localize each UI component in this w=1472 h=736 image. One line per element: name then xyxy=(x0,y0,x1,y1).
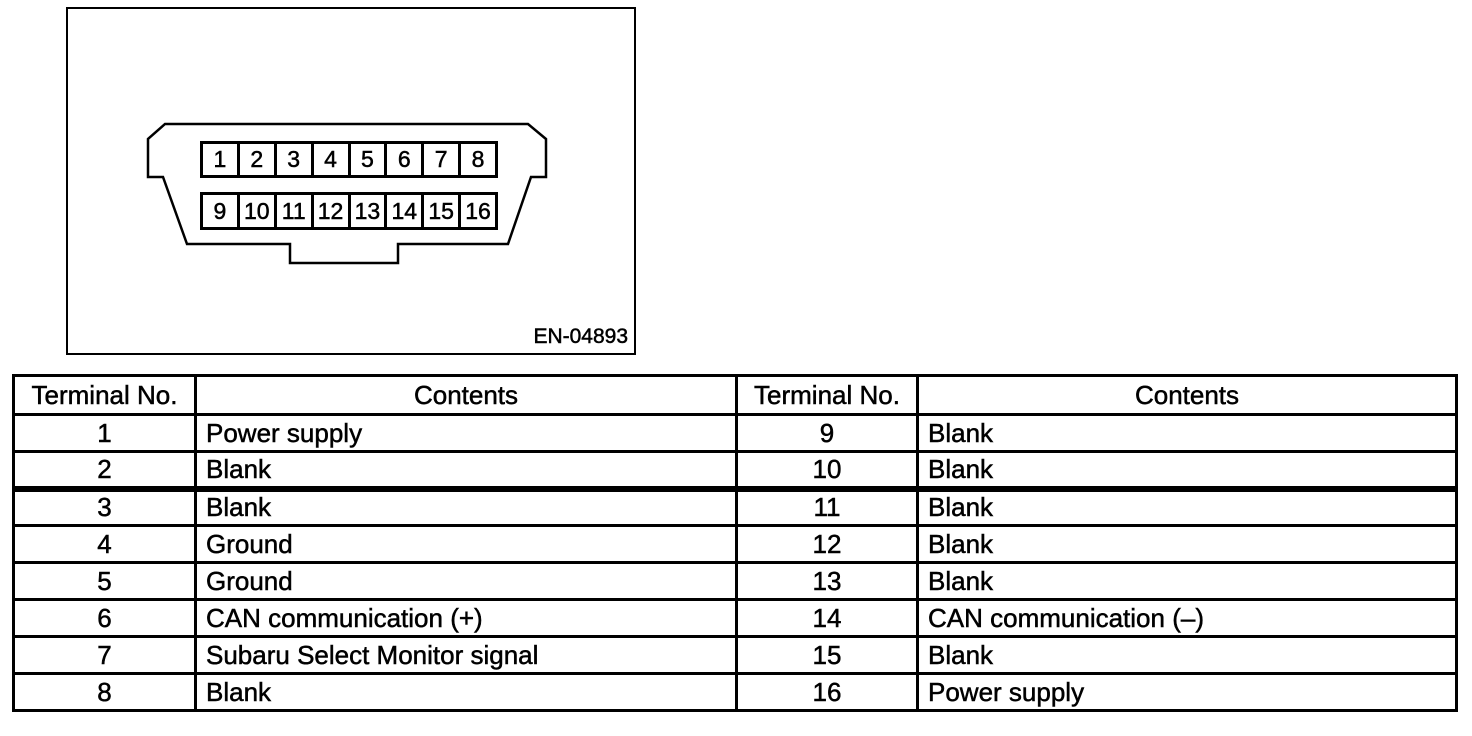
contents-cell: CAN communication (–) xyxy=(916,598,1458,638)
contents-cell: Blank xyxy=(916,524,1458,564)
terminal-no-cell: 1 xyxy=(12,413,197,453)
contents-cell: Blank xyxy=(916,413,1458,453)
terminal-no-cell: 9 xyxy=(735,413,919,453)
terminal-no-cell: 2 xyxy=(12,450,197,490)
pin-cell-2: 2 xyxy=(240,144,277,175)
terminal-no-cell: 4 xyxy=(12,524,197,564)
terminal-no-cell: 11 xyxy=(735,485,919,527)
connector-figure: 1 2 3 4 5 6 7 8 9 10 11 12 13 14 15 16 E… xyxy=(66,7,636,355)
contents-cell: Blank xyxy=(916,561,1458,601)
header-contents-left: Contents xyxy=(194,374,738,416)
terminal-no-cell: 10 xyxy=(735,450,919,490)
terminal-no-cell: 7 xyxy=(12,635,197,675)
table-row-7-15: 7 Subaru Select Monitor signal 15 Blank xyxy=(12,635,1458,675)
pin-cell-9: 9 xyxy=(203,195,240,227)
table-row-4-12: 4 Ground 12 Blank xyxy=(12,524,1458,564)
pin-cell-14: 14 xyxy=(387,195,425,227)
terminal-no-cell: 13 xyxy=(735,561,919,601)
table-header-row: Terminal No. Contents Terminal No. Conte… xyxy=(12,374,1458,416)
terminal-no-cell: 16 xyxy=(735,672,919,712)
contents-cell: Subaru Select Monitor signal xyxy=(194,635,738,675)
table-row-5-13: 5 Ground 13 Blank xyxy=(12,561,1458,601)
pin-row-bottom: 9 10 11 12 13 14 15 16 xyxy=(200,192,498,230)
table-row-6-14: 6 CAN communication (+) 14 CAN communica… xyxy=(12,598,1458,638)
pin-cell-16: 16 xyxy=(465,197,491,224)
pin-row-divider xyxy=(200,178,498,192)
pin-cell-12: 12 xyxy=(314,195,351,227)
pin-cell-7: 7 xyxy=(424,144,462,175)
table-row-2-10: 2 Blank 10 Blank xyxy=(12,450,1458,490)
obd-connector-outline xyxy=(146,122,548,265)
contents-cell: CAN communication (+) xyxy=(194,598,738,638)
table-row-3-11: 3 Blank 11 Blank xyxy=(12,485,1458,527)
terminal-no-cell: 5 xyxy=(12,561,197,601)
contents-cell: Power supply xyxy=(916,672,1458,712)
terminal-no-cell: 3 xyxy=(12,485,197,527)
table-row-1-9: 1 Power supply 9 Blank xyxy=(12,413,1458,453)
contents-cell: Blank xyxy=(916,485,1458,527)
terminal-no-cell: 8 xyxy=(12,672,197,712)
contents-cell: Blank xyxy=(916,450,1458,490)
pin-cell-8: 8 xyxy=(471,146,485,173)
header-contents-right: Contents xyxy=(916,374,1458,416)
pin-cell-6: 6 xyxy=(387,144,425,175)
contents-cell: Blank xyxy=(916,635,1458,675)
terminal-no-cell: 6 xyxy=(12,598,197,638)
terminal-no-cell: 12 xyxy=(735,524,919,564)
terminal-no-cell: 15 xyxy=(735,635,919,675)
figure-code-label: EN-04893 xyxy=(533,325,628,349)
terminal-table: Terminal No. Contents Terminal No. Conte… xyxy=(12,374,1458,712)
pin-cell-4: 4 xyxy=(314,144,351,175)
contents-cell: Power supply xyxy=(194,413,738,453)
pin-row-top: 1 2 3 4 5 6 7 8 xyxy=(200,141,498,178)
pin-cell-13: 13 xyxy=(351,195,388,227)
header-terminal-no-left: Terminal No. xyxy=(12,374,197,416)
terminal-no-cell: 14 xyxy=(735,598,919,638)
pin-cell-11: 11 xyxy=(277,195,314,227)
contents-cell: Blank xyxy=(194,672,738,712)
contents-cell: Ground xyxy=(194,561,738,601)
pin-grid: 1 2 3 4 5 6 7 8 9 10 11 12 13 14 15 16 xyxy=(200,141,498,230)
pin-cell-3: 3 xyxy=(277,144,314,175)
pin-cell-10: 10 xyxy=(240,195,277,227)
table-row-8-16: 8 Blank 16 Power supply xyxy=(12,672,1458,712)
contents-cell: Ground xyxy=(194,524,738,564)
pin-cell-1: 1 xyxy=(203,144,240,175)
pin-cell-15: 15 xyxy=(424,195,462,227)
contents-cell: Blank xyxy=(194,450,738,490)
contents-cell: Blank xyxy=(194,485,738,527)
header-terminal-no-right: Terminal No. xyxy=(735,374,919,416)
pin-cell-5: 5 xyxy=(351,144,388,175)
